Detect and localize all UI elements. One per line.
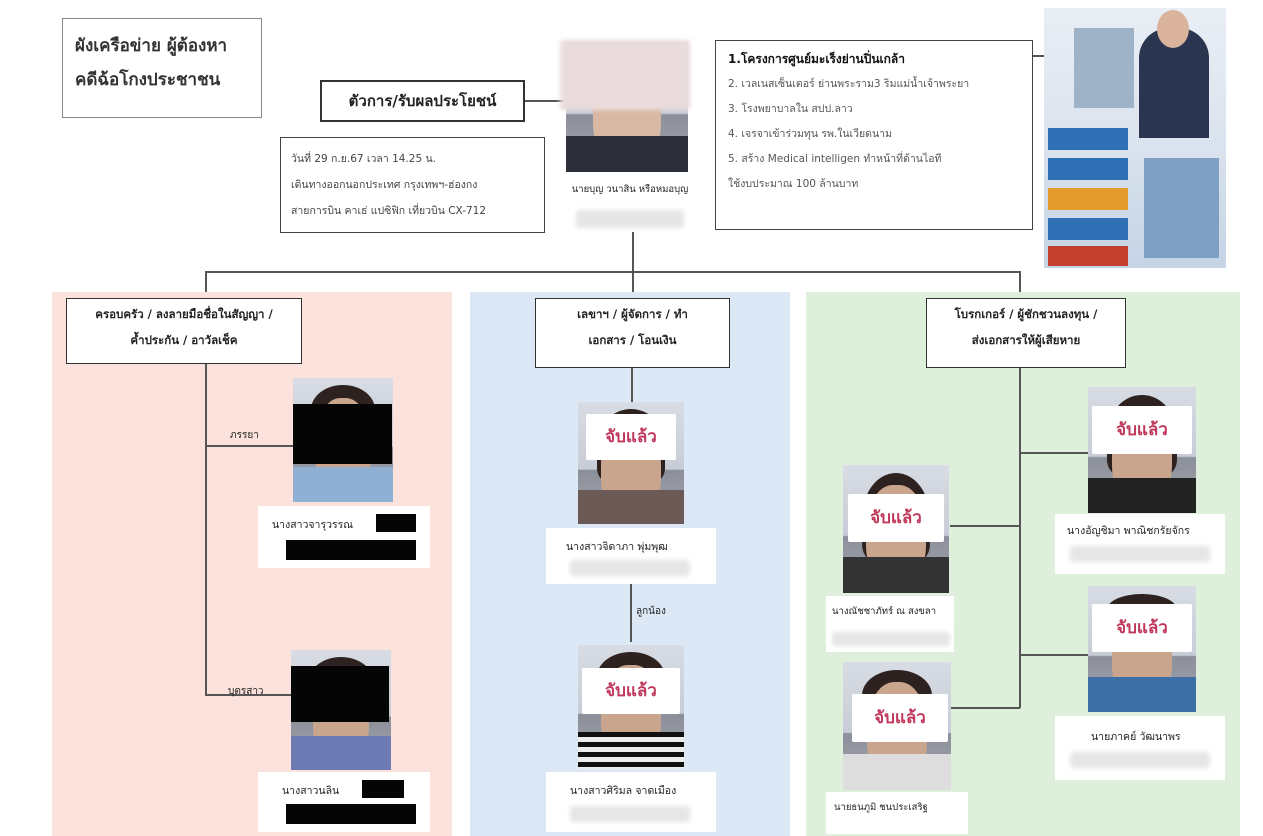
- sec1-caught-badge: จับแล้ว: [586, 414, 676, 460]
- broker-group-box: โบรกเกอร์ / ผู้ชักชวนลงทุน / ส่งเอกสารให…: [926, 298, 1126, 368]
- relation-daughter: บุตรสาว: [228, 686, 264, 697]
- secretary-group-line1: เลขาฯ / ผู้จัดการ / ทำ: [577, 307, 688, 321]
- project-3: 3. โรงพยาบาลใน สปป.ลาว: [728, 103, 853, 115]
- connector-news: [1033, 55, 1047, 57]
- secretary-link-line: [630, 580, 632, 642]
- secretary-group-line2: เอกสาร / โอนเงิน: [588, 333, 677, 347]
- principal-name-blur: [576, 210, 684, 228]
- br2-name: นายธนภูมิ ชนประเสริฐ: [834, 802, 928, 813]
- principal-role-box: ตัวการ/รับผลประโยชน์: [320, 80, 525, 122]
- travel-info-box: วันที่ 29 ก.ย.67 เวลา 14.25 น. เดินทางออ…: [280, 137, 545, 233]
- br2-caught-badge: จับแล้ว: [852, 694, 948, 742]
- connector-horizontal: [205, 271, 1020, 273]
- travel-line1: วันที่ 29 ก.ย.67 เวลา 14.25 น.: [291, 153, 436, 165]
- project-1: 1.โครงการศูนย์มะเร็งย่านปิ่นเกล้า: [728, 52, 905, 66]
- connector-role: [525, 100, 571, 102]
- principal-blur: [560, 40, 690, 110]
- relation-subordinate: ลูกน้อง: [636, 606, 666, 617]
- daughter-face-redaction: [291, 666, 389, 722]
- wife-face-redaction: [293, 404, 392, 464]
- family-vertical-line: [205, 364, 207, 694]
- wife-surname-redaction: [376, 514, 416, 532]
- br3-name: นางอัญชิมา พาณิชกรัยจักร: [1067, 525, 1190, 537]
- wife-id-redaction: [286, 540, 416, 560]
- family-daughter-line: [205, 694, 293, 696]
- sec2-id-blur: [570, 806, 690, 822]
- relation-wife: ภรรยา: [230, 430, 259, 441]
- broker-group-line1: โบรกเกอร์ / ผู้ชักชวนลงทุน /: [954, 307, 1098, 321]
- projects-box: 1.โครงการศูนย์มะเร็งย่านปิ่นเกล้า 2. เวล…: [715, 40, 1033, 230]
- br4-caught-badge: จับแล้ว: [1092, 604, 1192, 652]
- sec2-caught-badge: จับแล้ว: [582, 668, 680, 714]
- news-image: [1044, 8, 1226, 268]
- broker-br2-line: [950, 707, 1020, 709]
- broker-br1-line: [950, 525, 1020, 527]
- sec2-caption: นางสาวศิริมล จาดเมือง: [546, 772, 716, 832]
- br1-id-blur: [832, 632, 950, 646]
- daughter-name: นางสาวนลิน: [282, 785, 340, 797]
- connector-principal-down: [632, 232, 634, 272]
- sec1-name: นางสาวจิดาภา พุ่มพุฒ: [566, 541, 668, 553]
- broker-br3-line: [1020, 452, 1088, 454]
- project-budget: ใช้งบประมาณ 100 ล้านบาท: [728, 178, 859, 190]
- family-group-box: ครอบครัว / ลงลายมือชื่อในสัญญา / ค้ำประก…: [66, 298, 302, 364]
- sec1-id-blur: [570, 560, 690, 576]
- connector-family: [205, 271, 207, 301]
- br3-caught-badge: จับแล้ว: [1092, 406, 1192, 454]
- sec2-name: นางสาวศิริมล จาดเมือง: [570, 785, 677, 797]
- br4-id-blur: [1070, 752, 1210, 768]
- project-4: 4. เจรจาเข้าร่วมทุน รพ.ในเวียดนาม: [728, 128, 892, 140]
- travel-line2: เดินทางออกนอกประเทศ กรุงเทพฯ-ฮ่องกง: [291, 179, 478, 191]
- br1-caught-badge: จับแล้ว: [848, 494, 944, 542]
- br4-caption: นายภาคย์ วัฒนาพร: [1055, 716, 1225, 780]
- diagram-title-box: ผังเครือข่าย ผู้ต้องหา คดีฉ้อโกงประชาชน: [62, 18, 262, 118]
- family-group-line2: ค้ำประกัน / อาวัลเช็ค: [130, 333, 238, 347]
- principal-name: นายบุญ วนาสิน หรือหมอบุญ: [566, 176, 694, 204]
- broker-br4-line: [1020, 654, 1088, 656]
- project-5: 5. สร้าง Medical intelligen ทำหน้าที่ด้า…: [728, 153, 942, 165]
- broker-vertical-line: [1019, 368, 1021, 708]
- diagram-title-line2: คดีฉ้อโกงประชาชน: [75, 70, 221, 90]
- br3-caption: นางอัญชิมา พาณิชกรัยจักร: [1055, 514, 1225, 574]
- daughter-surname-redaction: [362, 780, 404, 798]
- br1-name: นางณัชชาภัทร์ ณ สงขลา: [832, 606, 937, 617]
- br3-id-blur: [1070, 546, 1210, 562]
- connector-secretary: [632, 271, 634, 301]
- br4-name: นายภาคย์ วัฒนาพร: [1091, 731, 1181, 743]
- travel-line3: สายการบิน คาเธ่ แปซิฟิก เที่ยวบิน CX-712: [291, 205, 487, 217]
- wife-name: นางสาวจารุวรรณ: [272, 519, 354, 531]
- secretary-top-line: [631, 368, 633, 402]
- project-2: 2. เวลเนสเซ็นเตอร์ ย่านพระราม3 ริมแม่น้ำ…: [728, 78, 970, 90]
- daughter-id-redaction: [286, 804, 416, 824]
- family-group-line1: ครอบครัว / ลงลายมือชื่อในสัญญา /: [95, 307, 273, 321]
- br2-caption: นายธนภูมิ ชนประเสริฐ: [826, 792, 968, 834]
- broker-group-line2: ส่งเอกสารให้ผู้เสียหาย: [971, 333, 1081, 347]
- diagram-title-line1: ผังเครือข่าย ผู้ต้องหา: [75, 36, 228, 56]
- family-wife-line: [205, 445, 293, 447]
- secretary-group-box: เลขาฯ / ผู้จัดการ / ทำ เอกสาร / โอนเงิน: [535, 298, 730, 368]
- connector-broker: [1019, 271, 1021, 301]
